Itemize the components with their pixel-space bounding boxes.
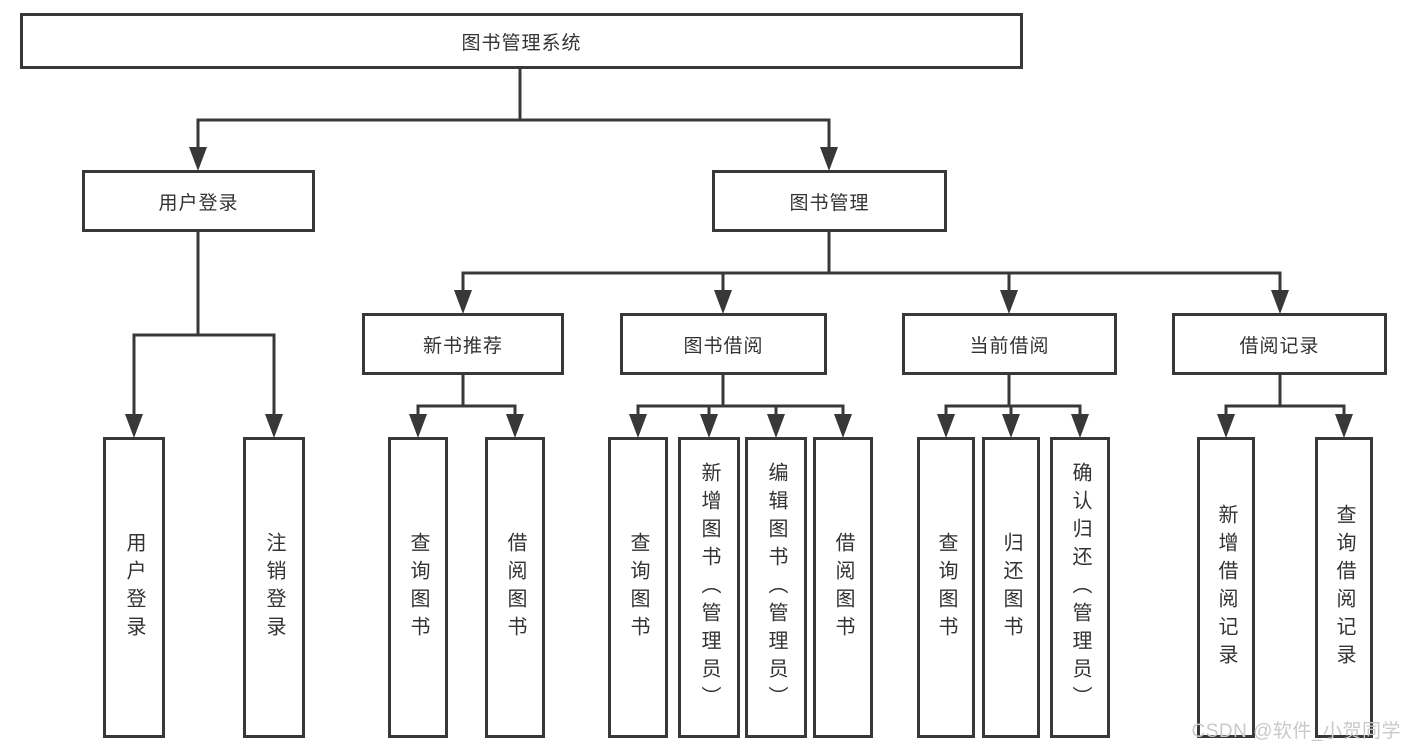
node-label: 借阅图书: [504, 531, 526, 644]
node-label: 图书管理: [789, 192, 870, 214]
node-label: 查询借阅记录: [1333, 503, 1355, 672]
leaf-add-borrow-record: 新增借阅记录: [1197, 437, 1255, 738]
leaf-query-books-2: 查询图书: [608, 437, 668, 738]
node-label: 注销登录: [263, 531, 285, 644]
node-label: 图书管理系统: [461, 32, 582, 54]
node-user-login-module: 用户登录: [82, 170, 315, 232]
leaf-return-books: 归还图书: [982, 437, 1040, 738]
node-label: 确认归还（管理员）: [1069, 461, 1091, 714]
node-label: 新书推荐: [422, 335, 503, 357]
node-new-book-recommendation: 新书推荐: [362, 313, 564, 375]
node-label: 归还图书: [1000, 531, 1022, 644]
node-label: 编辑图书（管理员）: [765, 461, 787, 714]
node-root-library-system: 图书管理系统: [20, 13, 1023, 69]
node-label: 用户登录: [123, 531, 145, 644]
leaf-borrow-books-1: 借阅图书: [485, 437, 545, 738]
node-label: 查询图书: [935, 531, 957, 644]
node-label: 当前借阅: [969, 335, 1050, 357]
node-borrowing-records: 借阅记录: [1172, 313, 1387, 375]
leaf-query-books-3: 查询图书: [917, 437, 975, 738]
node-label: 新增借阅记录: [1215, 503, 1237, 672]
node-label: 借阅图书: [832, 531, 854, 644]
node-label: 图书借阅: [683, 335, 764, 357]
leaf-query-borrow-record: 查询借阅记录: [1315, 437, 1373, 738]
leaf-query-books-1: 查询图书: [388, 437, 448, 738]
node-label: 查询图书: [407, 531, 429, 644]
node-label: 新增图书（管理员）: [698, 461, 720, 714]
node-book-management-module: 图书管理: [712, 170, 947, 232]
node-label: 用户登录: [158, 192, 239, 214]
node-label: 查询图书: [627, 531, 649, 644]
csdn-watermark: CSDN @软件_小贺同学: [1191, 721, 1401, 742]
node-book-borrowing: 图书借阅: [620, 313, 827, 375]
node-label: 借阅记录: [1239, 335, 1320, 357]
node-current-borrowing: 当前借阅: [902, 313, 1117, 375]
leaf-user-login: 用户登录: [103, 437, 165, 738]
leaf-logout: 注销登录: [243, 437, 305, 738]
leaf-edit-books-admin: 编辑图书（管理员）: [745, 437, 807, 738]
leaf-confirm-return-admin: 确认归还（管理员）: [1050, 437, 1110, 738]
leaf-borrow-books-2: 借阅图书: [813, 437, 873, 738]
leaf-add-books-admin: 新增图书（管理员）: [678, 437, 740, 738]
